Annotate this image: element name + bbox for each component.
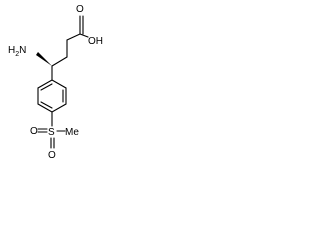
c-oh-bond (79, 33, 89, 38)
hydroxyl-label: OH (88, 36, 103, 47)
benzene-ring (37, 79, 67, 113)
amine-label: H2N (8, 45, 26, 58)
ring-double-bond-3 (40, 101, 53, 109)
methyl-label: Me (65, 127, 79, 138)
carbonyl-oxygen-label: O (76, 4, 84, 15)
sulfonyl-oxygen-left-label: O (30, 126, 38, 137)
sulfur-label: S (48, 127, 55, 138)
structure-diagram: O OH H2N S O O Me (8, 4, 103, 161)
amine-wedge-bond (36, 52, 52, 66)
c3-c4-bond (51, 56, 68, 67)
ring-double-bond-2 (40, 83, 53, 91)
c1-c2-bond (66, 33, 81, 41)
sulfonyl-oxygen-bottom-label: O (48, 150, 56, 161)
